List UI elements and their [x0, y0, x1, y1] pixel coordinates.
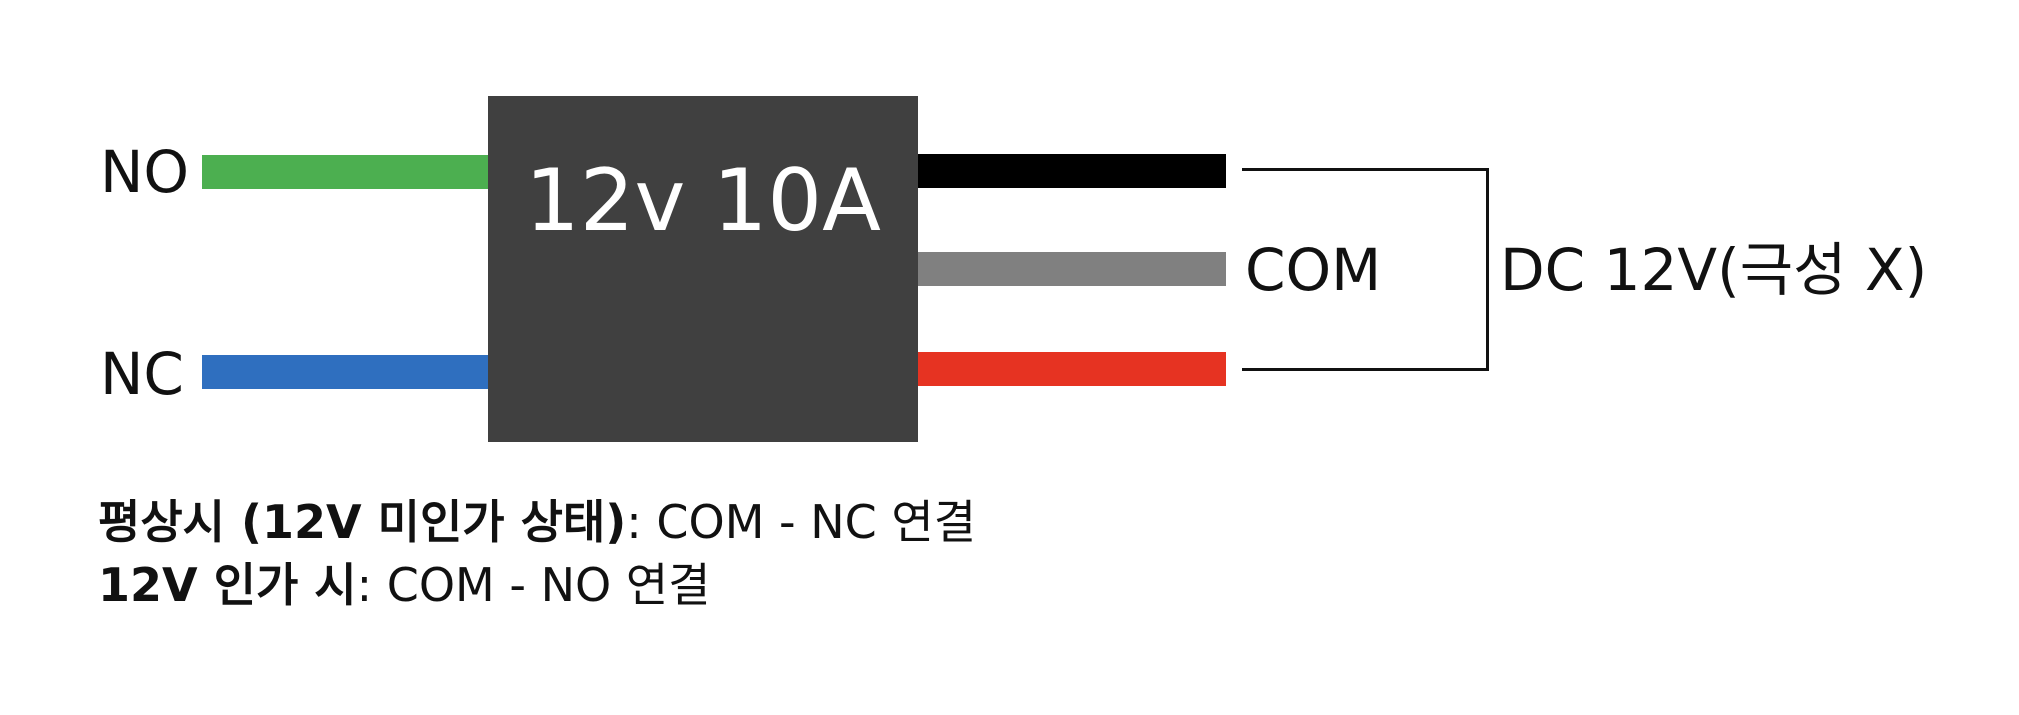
note-normal-text: : COM - NC 연결: [626, 495, 977, 549]
relay-module: 12v 10A: [488, 96, 918, 442]
bracket-top-line: [1242, 168, 1489, 171]
bracket-vertical-line: [1486, 168, 1489, 371]
nc-wire: [202, 355, 490, 389]
note-normal-bold: 평상시 (12V 미인가 상태): [98, 495, 627, 549]
note-powered-bold: 12V 인가 시: [98, 558, 357, 612]
note-normal-state: 평상시 (12V 미인가 상태): COM - NC 연결: [98, 493, 976, 551]
no-wire: [202, 155, 490, 189]
dc-label: DC 12V(극성 X): [1500, 236, 1928, 304]
com-label: COM: [1245, 236, 1382, 304]
red-wire: [916, 352, 1226, 386]
note-powered-state: 12V 인가 시: COM - NO 연결: [98, 556, 710, 614]
note-powered-text: : COM - NO 연결: [356, 558, 711, 612]
nc-label: NC: [100, 340, 184, 408]
no-label: NO: [100, 138, 190, 206]
gray-wire: [916, 252, 1226, 286]
bracket-bottom-line: [1242, 368, 1489, 371]
black-wire: [916, 154, 1226, 188]
module-label: 12v 10A: [525, 151, 881, 251]
